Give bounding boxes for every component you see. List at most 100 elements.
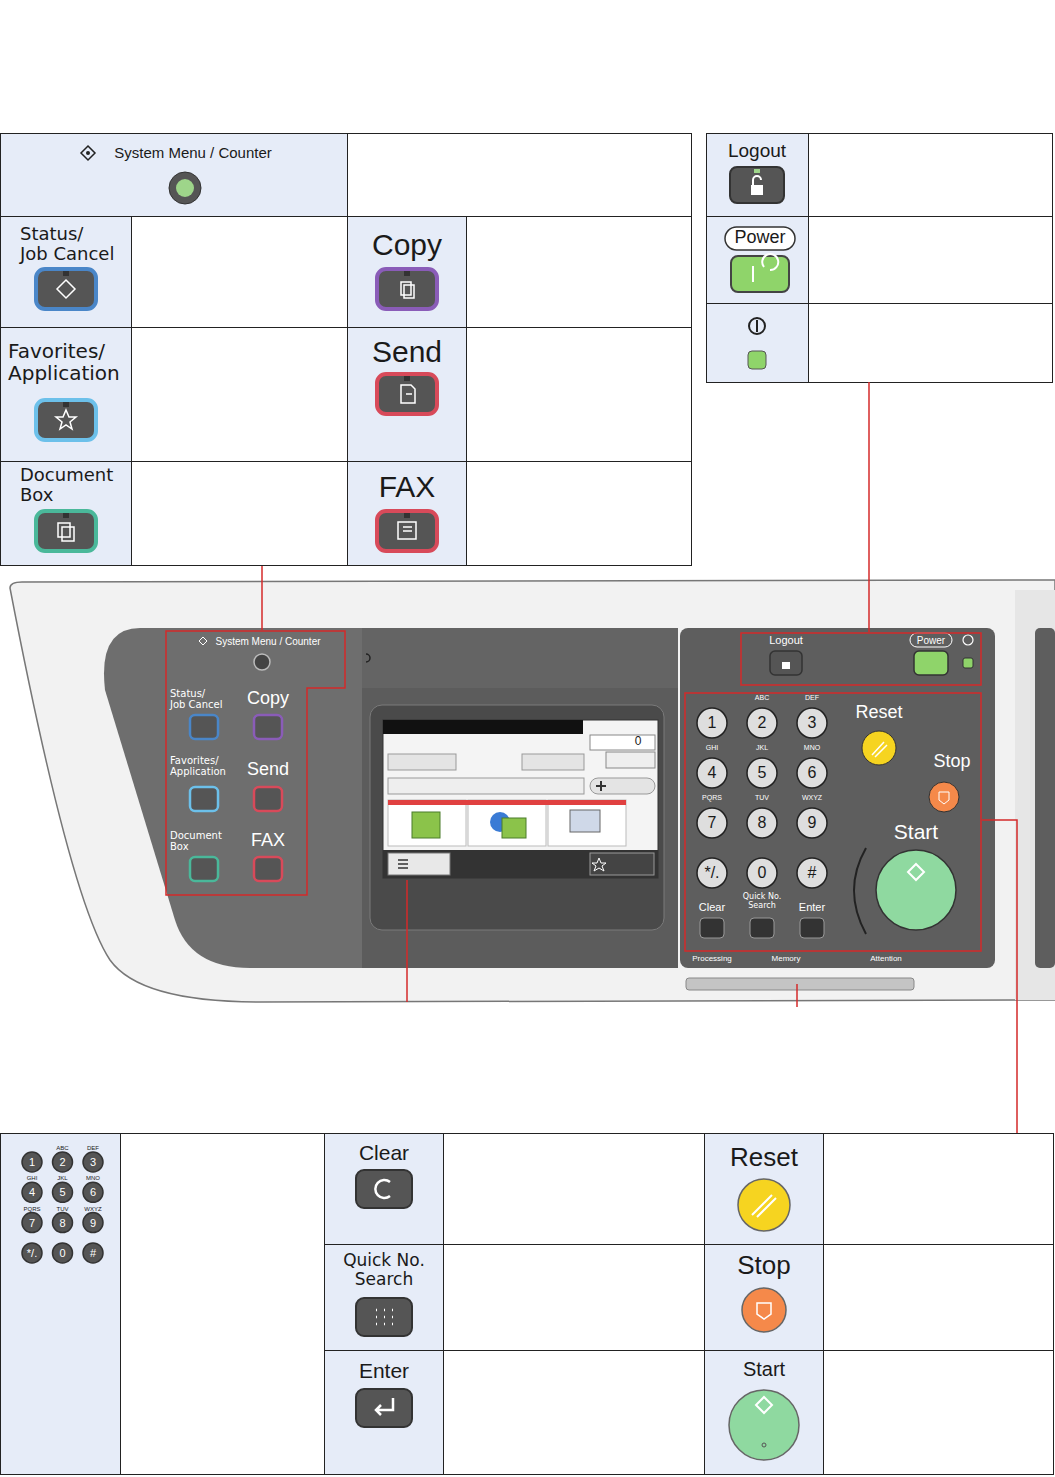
key-button	[36, 269, 96, 309]
key-label: 1	[708, 714, 717, 732]
highlight-outline	[685, 693, 981, 951]
key-label: 3	[808, 714, 817, 732]
panel-key	[862, 731, 896, 765]
key-label: Clear	[699, 901, 725, 913]
key-cell: FAX	[347, 461, 466, 566]
key-cell: Status/ Job Cancel	[0, 216, 131, 327]
panel-body	[10, 580, 1055, 1002]
table-grid	[0, 461, 692, 462]
leader-line	[407, 880, 797, 1007]
key-label: 1	[29, 1156, 35, 1168]
panel-key	[199, 637, 207, 645]
key-label: WXYZ	[802, 794, 822, 802]
table-cell-fill	[704, 1133, 823, 1475]
key-label: Start	[743, 1358, 785, 1380]
numeric-key	[53, 1182, 73, 1202]
callout-table: LogoutPower	[706, 133, 1052, 382]
system-menu-button	[176, 179, 194, 197]
panel-key	[770, 651, 802, 675]
key-label: 6	[808, 764, 817, 782]
panel-key	[190, 715, 218, 739]
key-cell: Clear	[324, 1133, 443, 1244]
touch-screen	[398, 860, 408, 868]
key-button	[356, 1170, 412, 1427]
key-label: WXYZ	[84, 1205, 101, 1212]
button-icon	[62, 527, 74, 541]
key-label: 8	[758, 814, 767, 832]
key-label: Document Box	[20, 465, 114, 505]
table-grid	[131, 216, 132, 566]
key-cell: Enter	[324, 1350, 443, 1475]
numeric-key	[747, 758, 777, 788]
numeric-key	[53, 1152, 73, 1172]
touch-screen	[383, 720, 583, 734]
leader-line	[982, 820, 1017, 1133]
led-indicator	[404, 376, 410, 381]
key-label: 3	[90, 1156, 96, 1168]
panel-key	[914, 651, 948, 675]
button-icon	[376, 1310, 393, 1324]
key-label: Favorites/ Application	[170, 755, 227, 777]
numeric-key	[83, 1152, 103, 1172]
touch-screen	[370, 705, 664, 930]
panel-body	[1015, 590, 1055, 1000]
key-cell: Reset	[704, 1133, 823, 1244]
numeric-key	[797, 858, 827, 888]
key-label: Stop	[737, 1251, 791, 1280]
numeric-key	[22, 1182, 42, 1202]
led-indicator	[63, 271, 69, 276]
key-button	[36, 511, 96, 551]
key-button	[377, 269, 437, 309]
key-button	[36, 269, 437, 551]
key-label: GHI	[706, 744, 718, 752]
key-label: PQRS	[702, 794, 722, 802]
touch-screen	[522, 754, 584, 770]
key-label: 9	[90, 1217, 96, 1229]
key-label: Stop	[933, 752, 970, 772]
logout-button	[753, 176, 761, 185]
numeric-key	[797, 708, 827, 738]
button-icon	[375, 1180, 390, 1198]
panel-key	[963, 635, 973, 645]
power-indicator	[748, 351, 766, 369]
power-button	[753, 254, 778, 282]
reset-button	[752, 1195, 776, 1217]
touch-screen	[370, 705, 664, 930]
leader-line	[796, 984, 798, 1007]
touch-screen	[388, 754, 456, 770]
keypad-cell: ABCDEF123GHIJKLMNO456PQRSTUVWXYZ789*/.0#	[0, 1133, 120, 1475]
button-icon	[403, 527, 412, 531]
key-cell: Copy	[347, 216, 466, 327]
button-icon	[401, 385, 415, 403]
panel-key	[929, 782, 959, 812]
table-grid	[823, 1133, 824, 1475]
button-icon	[401, 282, 411, 295]
key-label: System Menu / Counter	[215, 636, 320, 647]
panel-key	[254, 787, 282, 811]
stop-button	[742, 1288, 786, 1332]
table-cell-fill	[324, 1133, 443, 1475]
key-label: DEF	[805, 694, 819, 702]
table-cell-fill	[0, 1133, 120, 1475]
led-indicator	[63, 271, 410, 518]
panel-body	[362, 628, 678, 688]
key-label: #	[808, 864, 817, 882]
led-indicator	[63, 402, 69, 407]
led-indicator	[404, 271, 410, 276]
key-cell: System Menu / Counter	[0, 133, 347, 216]
panel-key	[908, 864, 924, 880]
touch-screen	[383, 720, 658, 878]
table-grid	[0, 216, 692, 217]
panel-key	[939, 792, 949, 804]
numeric-key	[747, 808, 777, 838]
led-indicator	[63, 513, 69, 518]
panel-body	[686, 978, 914, 990]
key-label: 5	[59, 1186, 65, 1198]
table-grid	[1, 134, 692, 566]
key-cell: Favorites/ Application	[0, 327, 131, 461]
key-label: ABC	[56, 1145, 68, 1152]
table-grid	[443, 1133, 444, 1475]
key-button	[377, 511, 437, 551]
